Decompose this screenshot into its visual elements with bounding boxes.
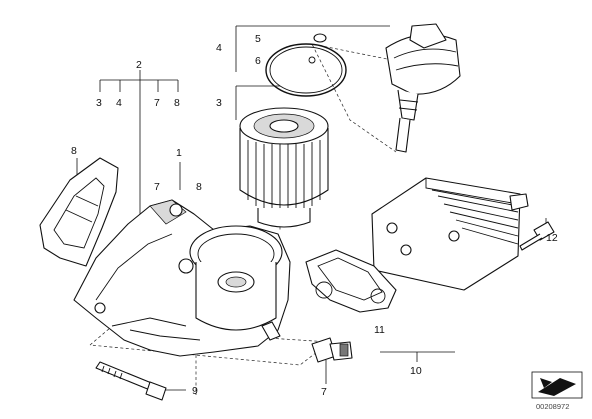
callout-2: 2 [136, 59, 142, 71]
callout-8-left: 8 [71, 145, 77, 157]
callout-5: 5 [255, 33, 261, 45]
callout-4-top: 4 [216, 42, 222, 54]
filter-cap [385, 23, 461, 153]
diagram-number: 00208972 [536, 402, 569, 411]
view-direction-icon [531, 371, 583, 399]
gasket-left [39, 157, 119, 267]
callout-6: 6 [255, 55, 261, 67]
callout-11: 11 [374, 324, 385, 336]
long-bolt [95, 361, 167, 401]
callout-numbers: 2 3 4 7 8 4 5 6 3 1 8 7 8 12 11 10 7 9 [71, 33, 558, 398]
callout-7-top: 7 [154, 97, 160, 109]
bolt-right [519, 221, 555, 251]
callout-9: 9 [192, 385, 198, 397]
callout-3-left: 3 [96, 97, 102, 109]
callout-8-mid: 8 [196, 181, 202, 193]
callout-8-top: 8 [174, 97, 180, 109]
callout-1: 1 [176, 147, 182, 159]
oil-cooler [371, 177, 529, 291]
callout-3-top: 3 [216, 97, 222, 109]
sealing-rings [265, 33, 347, 97]
cooler-gasket [305, 249, 397, 313]
filter-element [239, 107, 329, 228]
callout-4-left: 4 [116, 97, 122, 109]
oil-filter-housing [73, 199, 291, 357]
oil-sensor [311, 337, 353, 363]
callout-7-mid: 7 [154, 181, 160, 193]
callout-7-bottom: 7 [321, 386, 327, 398]
callout-10: 10 [410, 365, 422, 377]
callout-12: 12 [546, 232, 558, 244]
